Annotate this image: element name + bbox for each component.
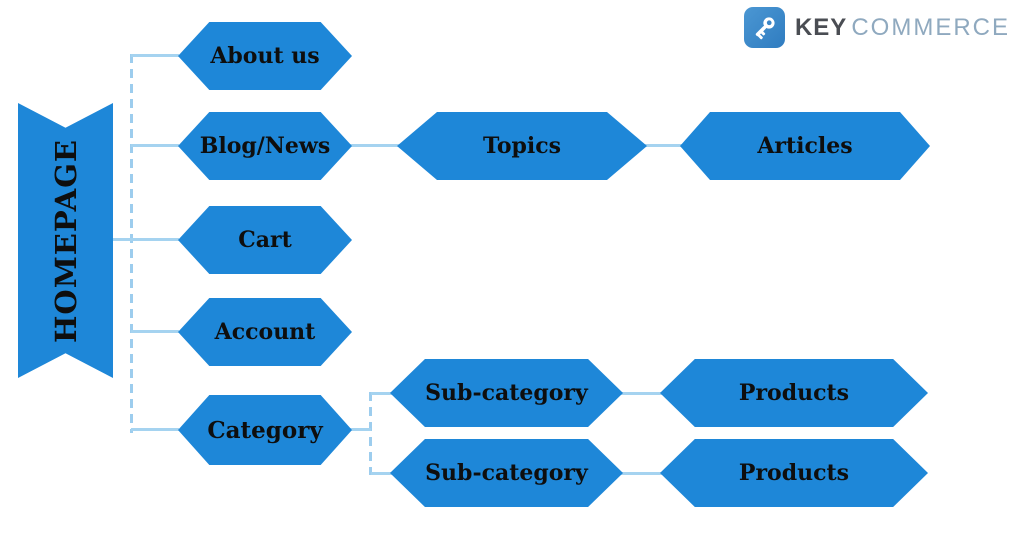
node-products-2: Products [660, 439, 928, 507]
node-sub-category-1: Sub-category [390, 359, 623, 427]
logo-wordmark: KEY COMMERCE [795, 14, 1010, 42]
logo-text-key: KEY [794, 13, 848, 41]
node-cart-label: Cart [238, 227, 292, 253]
connector-account [131, 330, 179, 333]
node-homepage-label: HOMEPAGE [48, 138, 83, 343]
node-products-1: Products [660, 359, 928, 427]
connector-homepage-cart [110, 238, 179, 241]
node-about-us: About us [178, 22, 352, 90]
node-sub-category-2: Sub-category [390, 439, 623, 507]
node-topics-label: Topics [482, 133, 562, 159]
node-account: Account [178, 298, 352, 366]
node-about-us-label: About us [210, 43, 320, 69]
keycommerce-logo: KEY COMMERCE [743, 7, 1010, 48]
node-articles-label: Articles [757, 133, 853, 159]
connector-subcategory1-products [620, 392, 663, 395]
key-icon [743, 7, 785, 48]
node-category-label: Category [207, 416, 323, 444]
node-cart: Cart [178, 206, 352, 274]
logo-text-commerce: COMMERCE [851, 13, 1010, 41]
node-sub-category-1-label: Sub-category [425, 380, 588, 406]
connector-blog-topics [348, 144, 400, 147]
node-products-1-label: Products [738, 380, 850, 406]
node-sub-category-2-label: Sub-category [425, 460, 588, 486]
connector-blog-news [131, 144, 179, 147]
node-products-2-label: Products [738, 460, 850, 486]
connector-sub-category-2 [371, 472, 393, 475]
connector-topics-articles [644, 144, 683, 147]
connector-sub-category-1 [371, 392, 393, 395]
node-topics: Topics [397, 112, 647, 180]
connector-subcategory2-products [620, 472, 663, 475]
connector-category-branch [349, 428, 371, 431]
node-blog-news: Blog/News [178, 112, 352, 180]
connector-dashed-homepage-children [130, 54, 133, 433]
connector-category [131, 428, 179, 431]
node-homepage: HOMEPAGE [18, 103, 113, 378]
node-articles: Articles [680, 112, 930, 180]
node-blog-news-label: Blog/News [199, 133, 331, 159]
node-category: Category [178, 395, 352, 465]
connector-dashed-category-children [369, 392, 372, 475]
connector-about-us [131, 54, 179, 57]
node-account-label: Account [214, 319, 316, 345]
